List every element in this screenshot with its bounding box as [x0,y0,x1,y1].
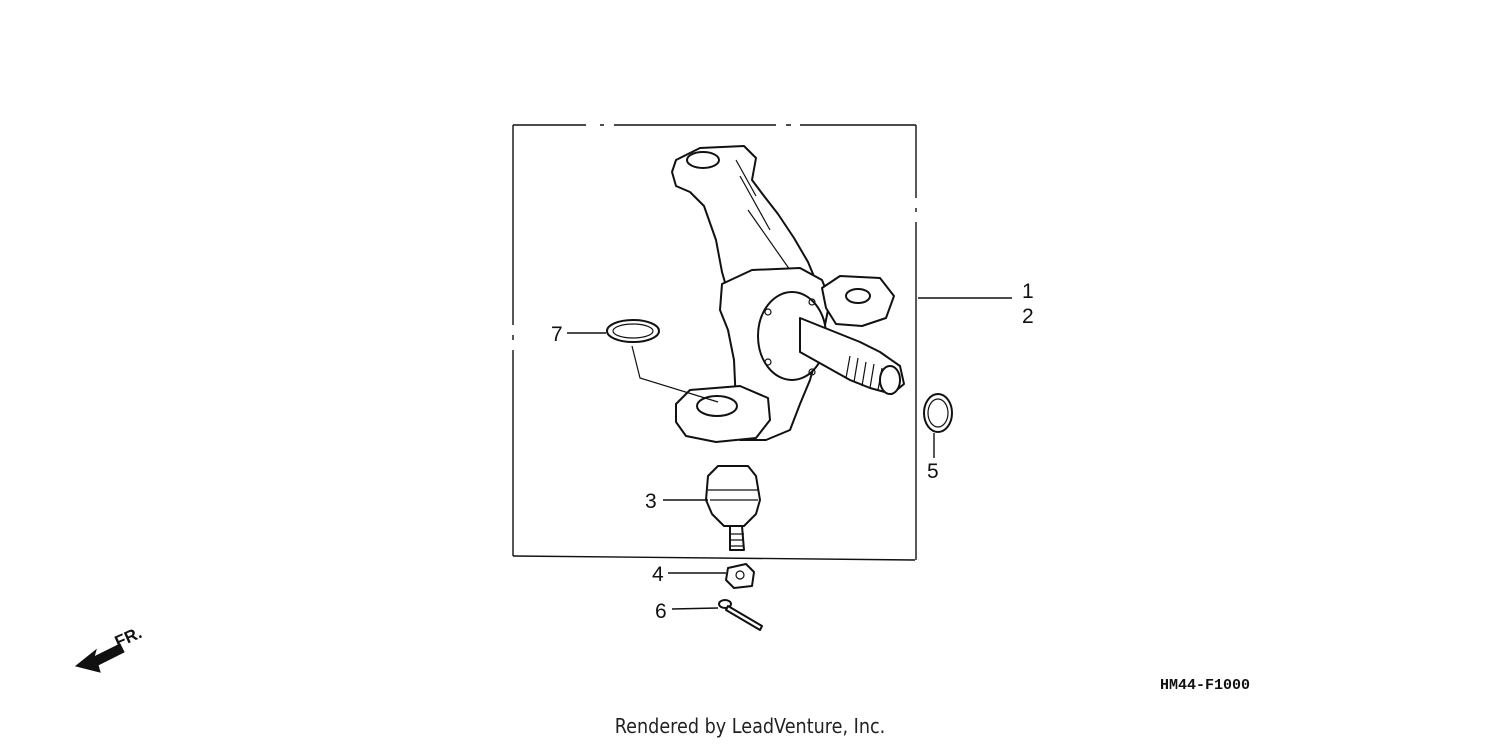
snap-ring [606,319,719,403]
steering-knuckle [671,145,905,443]
o-ring [923,393,953,433]
callout-2: 2 [1022,305,1034,328]
callout-6: 6 [655,600,667,623]
front-direction-label: FR. [112,623,145,651]
callout-4: 4 [652,563,664,586]
ball-joint [705,465,761,551]
diagram-code: HM44-F1000 [1160,677,1250,694]
front-direction-arrow-icon [74,643,125,673]
cotter-pin [718,599,763,631]
credit-text: Rendered by LeadVenture, Inc. [614,714,886,738]
castle-nut [725,563,755,589]
callout-1: 1 [1022,280,1034,303]
assembly-frame [512,124,917,561]
callout-3: 3 [645,490,657,513]
callout-7: 7 [551,323,563,346]
callout-5: 5 [927,460,939,483]
leader-lines [567,297,1012,610]
